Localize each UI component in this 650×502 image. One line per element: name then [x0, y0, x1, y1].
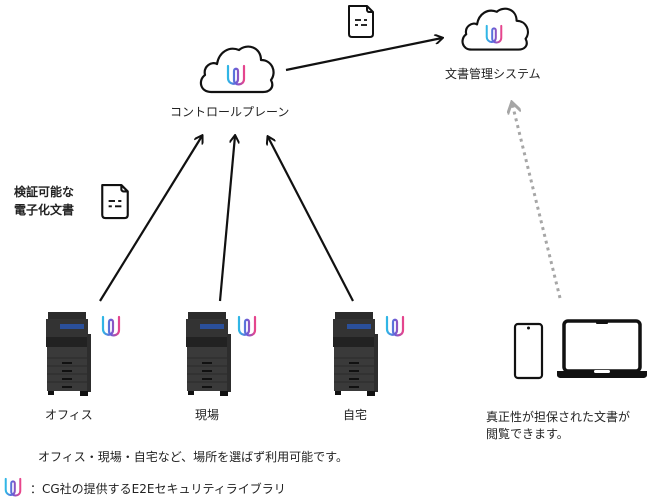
e2e-library-logo-icon: [237, 315, 257, 337]
home-label: 自宅: [343, 408, 368, 422]
e2e-library-logo-icon: [385, 315, 405, 337]
legend-text: ：CG社の提供するE2Eセキュリティライブラリ: [30, 482, 286, 496]
verifiable-doc-label: 検証可能な 電子化文書: [14, 183, 74, 219]
viewer-label-line2: 閲覧できます。: [486, 427, 569, 441]
usage-note: オフィス・現場・自宅など、場所を選ばず利用可能です。: [38, 450, 348, 464]
multifunction-printer-icon: [186, 312, 231, 396]
document-icon: [101, 184, 129, 220]
viewer-label-line1: 真正性が担保された文書が: [486, 410, 631, 424]
doc-system-node: [459, 4, 531, 52]
e2e-library-logo-icon: [4, 477, 22, 497]
control-plane-node: [197, 42, 277, 94]
document-icon: [348, 5, 374, 38]
verifiable-doc-label-line2: 電子化文書: [14, 203, 75, 217]
control-plane-label: コントロールプレーン: [170, 105, 290, 119]
printer-node-home: [331, 312, 411, 402]
site-label: 現場: [195, 408, 220, 422]
multifunction-printer-icon: [46, 312, 91, 396]
viewer-label: 真正性が担保された文書が 閲覧できます。: [486, 409, 630, 443]
verifiable-doc-label-line1: 検証可能な: [14, 185, 75, 199]
arrow-control-plane-to-doc-system: [285, 38, 442, 72]
printer-node-office: [44, 312, 124, 402]
multifunction-printer-icon: [333, 312, 378, 396]
smartphone-icon: [513, 322, 544, 380]
doc-system-label: 文書管理システム: [445, 67, 541, 81]
arrow-office-to-control-plane: [99, 136, 202, 302]
arrow-home-to-control-plane: [268, 137, 354, 302]
printer-node-site: [184, 312, 264, 402]
laptop-icon: [557, 319, 647, 378]
arrow-site-to-control-plane: [218, 136, 235, 302]
e2e-library-logo-icon: [485, 24, 503, 44]
office-label: オフィス: [45, 408, 93, 422]
arrow-viewer-to-doc-system: [512, 103, 562, 299]
e2e-library-logo-icon: [226, 64, 246, 86]
e2e-library-logo-icon: [101, 315, 121, 337]
